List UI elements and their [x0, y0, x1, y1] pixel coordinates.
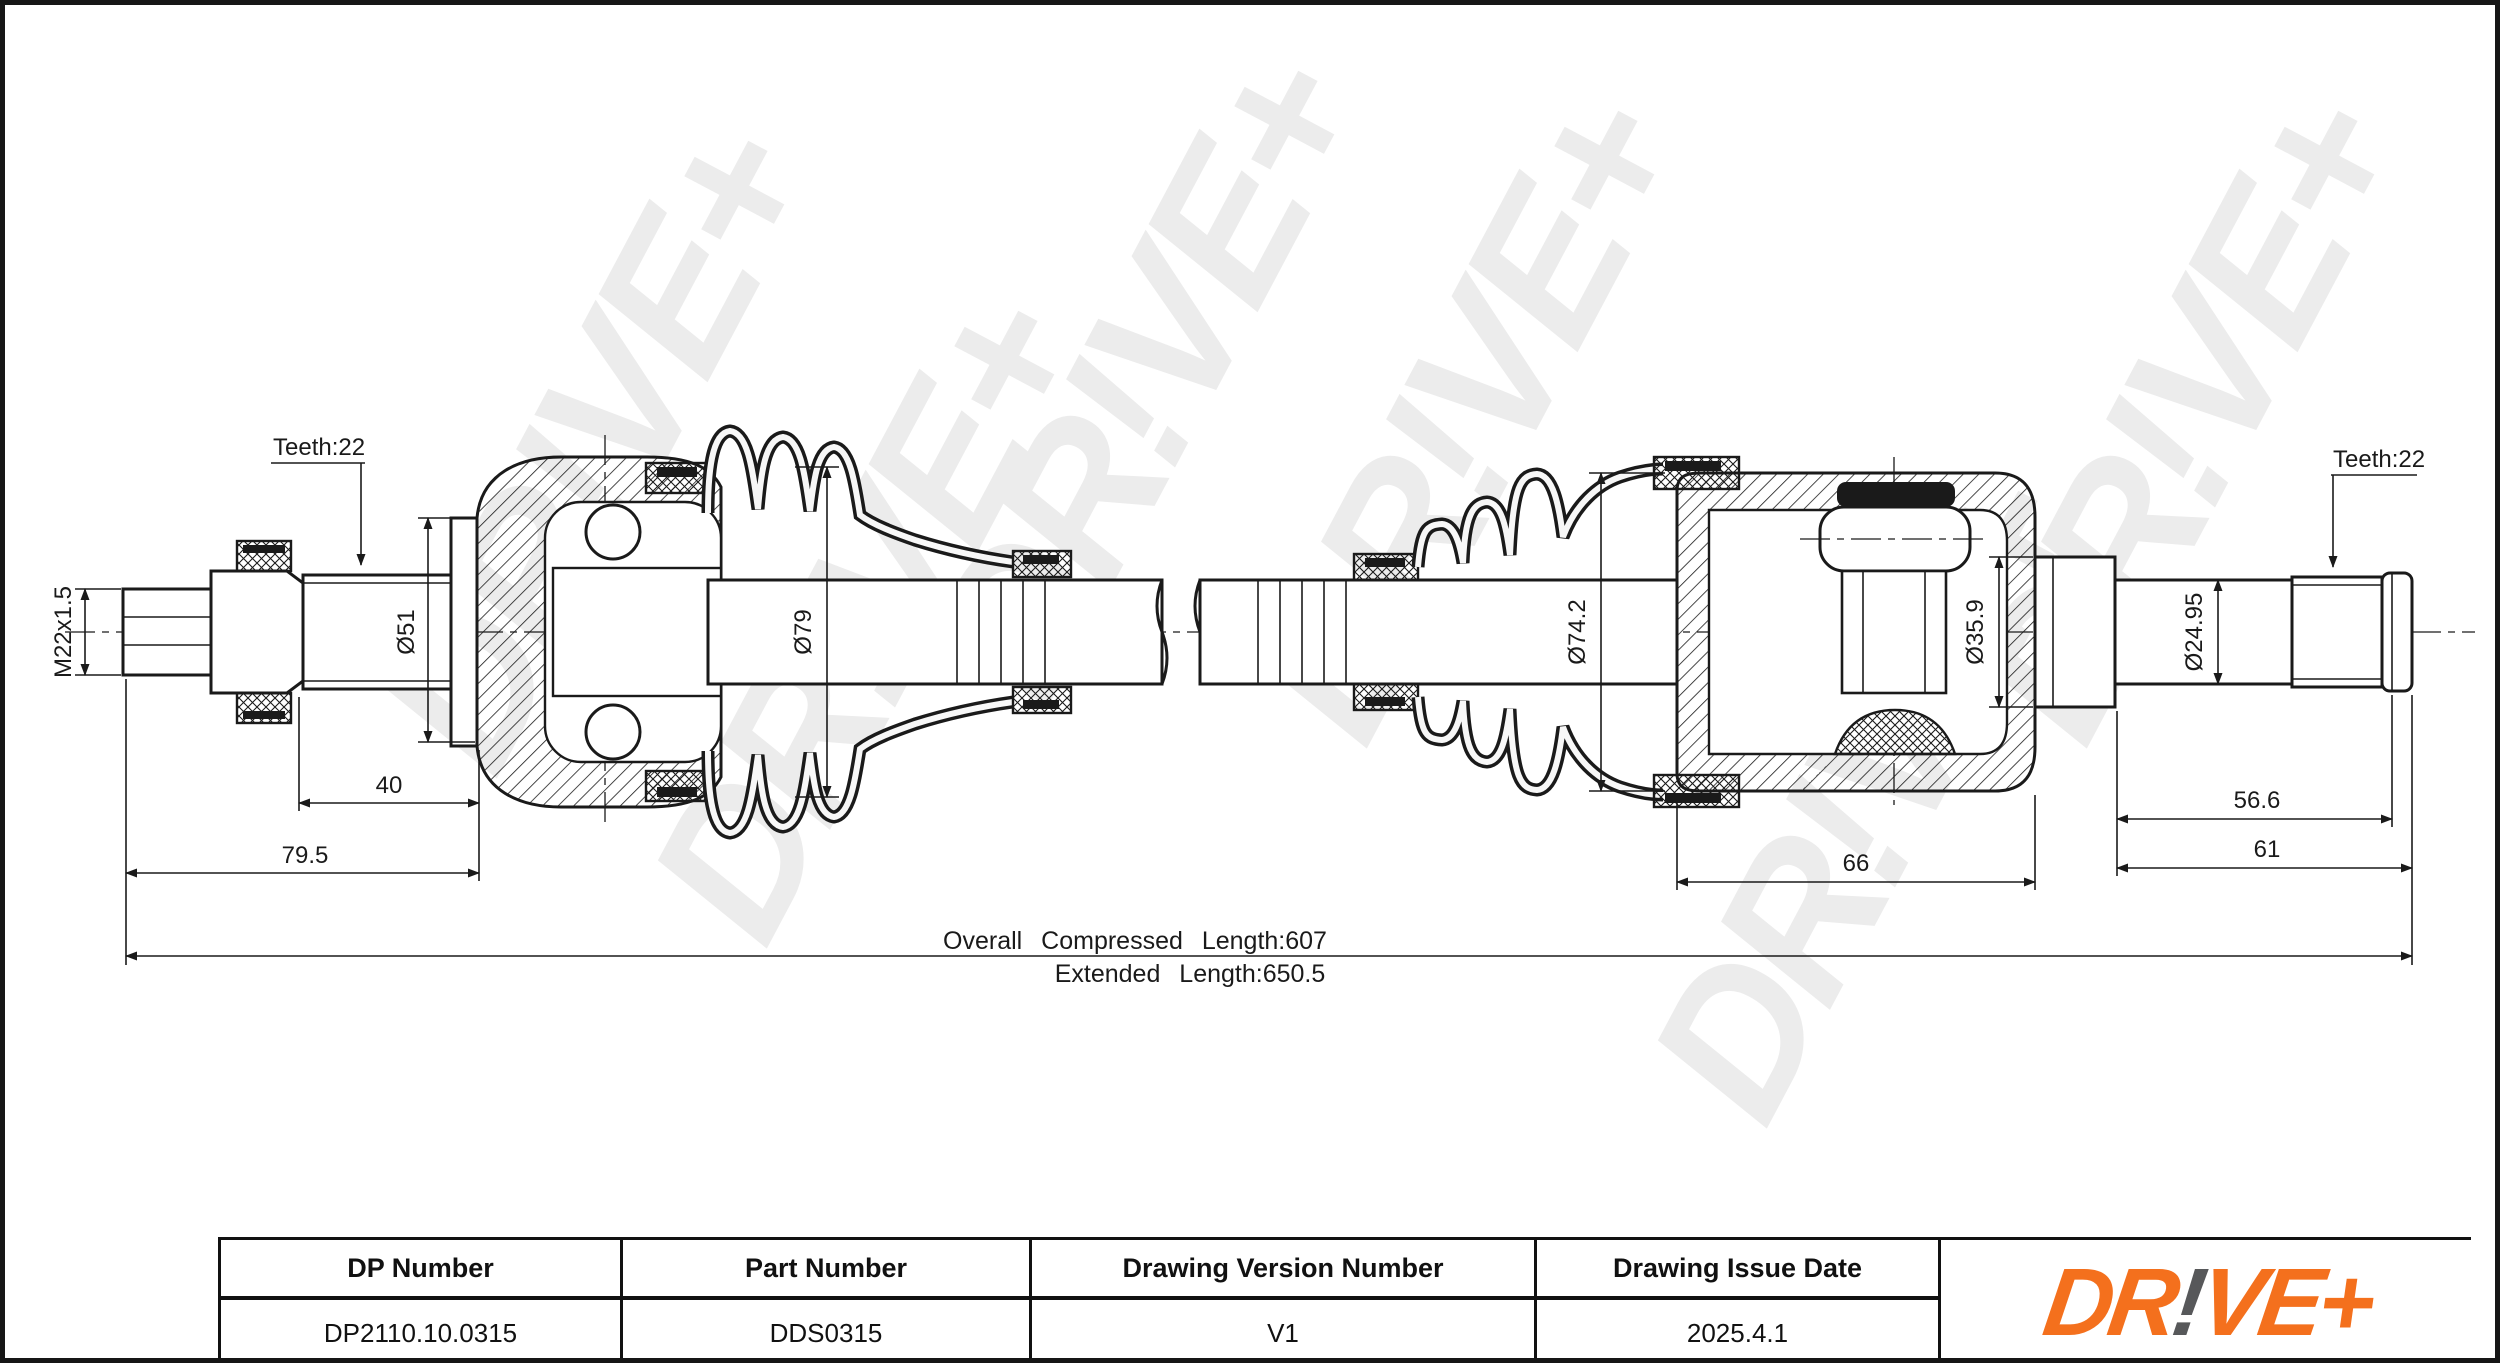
shaft-right	[1193, 578, 1679, 686]
dia-35-9-label: Ø35.9	[1962, 599, 1989, 664]
dim-dia-74-2: Ø74.2	[1564, 472, 1665, 792]
dim-40-label: 40	[376, 772, 403, 799]
dim-overall-lengths: Overall Compressed Length:607 Extended L…	[125, 927, 2413, 988]
shaft-left	[706, 578, 1169, 686]
dim-66-label: 66	[1843, 850, 1870, 877]
tripod-hub	[1840, 569, 1948, 695]
dia-79-label: Ø79	[790, 609, 817, 654]
extended-length-label: Extended Length:650.5	[1055, 960, 1326, 988]
bearing-ball-lower	[584, 703, 642, 761]
dim-dia-35-9: Ø35.9	[1962, 556, 2033, 708]
shaft-step-collar	[2033, 555, 2117, 709]
spline-section-left	[301, 516, 479, 748]
dim-teeth-left: Teeth:22	[271, 434, 366, 566]
part-number-value: DDS0315	[623, 1300, 1032, 1358]
driveplus-logo: DR!VE+	[2038, 1249, 2378, 1356]
brand-logo-cell: DR!VE+	[1941, 1240, 2474, 1358]
teeth-left-label: Teeth:22	[273, 434, 365, 461]
drawing-version-value: V1	[1032, 1300, 1537, 1358]
dp-number-value: DP2110.10.0315	[221, 1300, 623, 1358]
dim-79-5: 79.5	[125, 679, 480, 965]
bearing-ball-upper	[584, 503, 642, 561]
dim-40: 40	[298, 697, 480, 881]
dim-61-label: 61	[2254, 836, 2281, 863]
dia-24-95-label: Ø24.95	[2181, 593, 2208, 672]
dia-51-label: Ø51	[393, 609, 420, 654]
threaded-stub	[121, 587, 218, 677]
dim-teeth-right: Teeth:22	[2328, 446, 2425, 568]
title-block: DP Number Part Number Drawing Version Nu…	[218, 1237, 2474, 1358]
overall-compressed-label: Overall Compressed Length:607	[943, 927, 1327, 955]
logo-part-dr: DR	[2037, 1249, 2182, 1356]
teeth-right-label: Teeth:22	[2333, 446, 2425, 473]
stub-collar	[209, 539, 305, 725]
drawing-version-header: Drawing Version Number	[1032, 1240, 1537, 1300]
dim-dia-79: Ø79	[790, 466, 839, 798]
shaft-right-end	[2113, 571, 2414, 693]
driveshaft-technical-drawing: M22x1.5 Teeth:22 Ø51 Ø79 40	[50, 424, 2475, 988]
issue-date-header: Drawing Issue Date	[1537, 1240, 1941, 1300]
dp-number-header: DP Number	[221, 1240, 623, 1300]
dim-79-5-label: 79.5	[282, 842, 329, 869]
grease-cap	[1837, 482, 1955, 507]
outer-boot	[701, 424, 1073, 840]
dim-61: 61	[2116, 695, 2413, 965]
outer-cv-joint-bell	[475, 455, 723, 809]
dim-dia-51: Ø51	[393, 517, 475, 743]
thread-spec-label: M22x1.5	[50, 586, 77, 678]
dim-56-6-label: 56.6	[2234, 787, 2281, 814]
dim-dia-24-95: Ø24.95	[2181, 579, 2223, 685]
dia-74-2-label: Ø74.2	[1564, 599, 1591, 664]
part-number-header: Part Number	[623, 1240, 1032, 1300]
dim-56-6: 56.6	[2116, 695, 2393, 876]
issue-date-value: 2025.4.1	[1537, 1300, 1941, 1358]
dim-thread-spec: M22x1.5	[50, 586, 121, 678]
logo-part-ve-plus: VE+	[2193, 1249, 2378, 1356]
dim-66: 66	[1676, 795, 2036, 890]
inner-cv-joint-housing	[1675, 471, 2037, 793]
